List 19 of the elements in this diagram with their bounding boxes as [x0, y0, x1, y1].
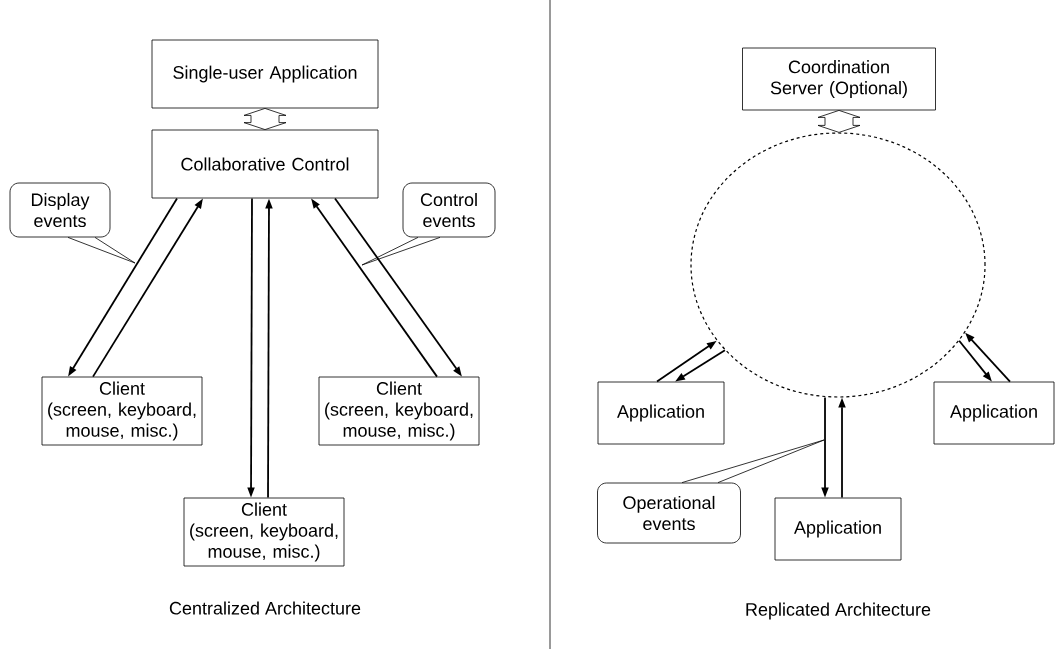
- process-box: Client (screen, keyboard, mouse, misc.): [318, 376, 480, 446]
- process-box: Single-user Application: [151, 39, 379, 109]
- leader-line: [681, 439, 825, 483]
- dashed-circle: [690, 132, 986, 398]
- process-box: Application: [597, 381, 725, 445]
- caption-text: Replicated Architecture: [746, 602, 931, 620]
- process-box: Collaborative Control: [151, 129, 379, 199]
- block-arrow: [817, 110, 861, 133]
- block-arrow: [243, 108, 287, 130]
- leader-line: [67, 237, 136, 264]
- process-box: Client (screen, keyboard, mouse, misc.): [41, 376, 203, 446]
- process-box: Client (screen, keyboard, mouse, misc.): [183, 497, 345, 567]
- process-box: Application: [933, 381, 1055, 445]
- caption-text: Centralized Architecture: [169, 601, 361, 615]
- callout-box: Operational events: [597, 482, 741, 544]
- callout-box: Control events: [402, 182, 496, 238]
- process-box: Coordination Server (Optional): [742, 47, 936, 111]
- process-box: Application: [774, 497, 902, 561]
- callout-box: Display events: [9, 182, 111, 238]
